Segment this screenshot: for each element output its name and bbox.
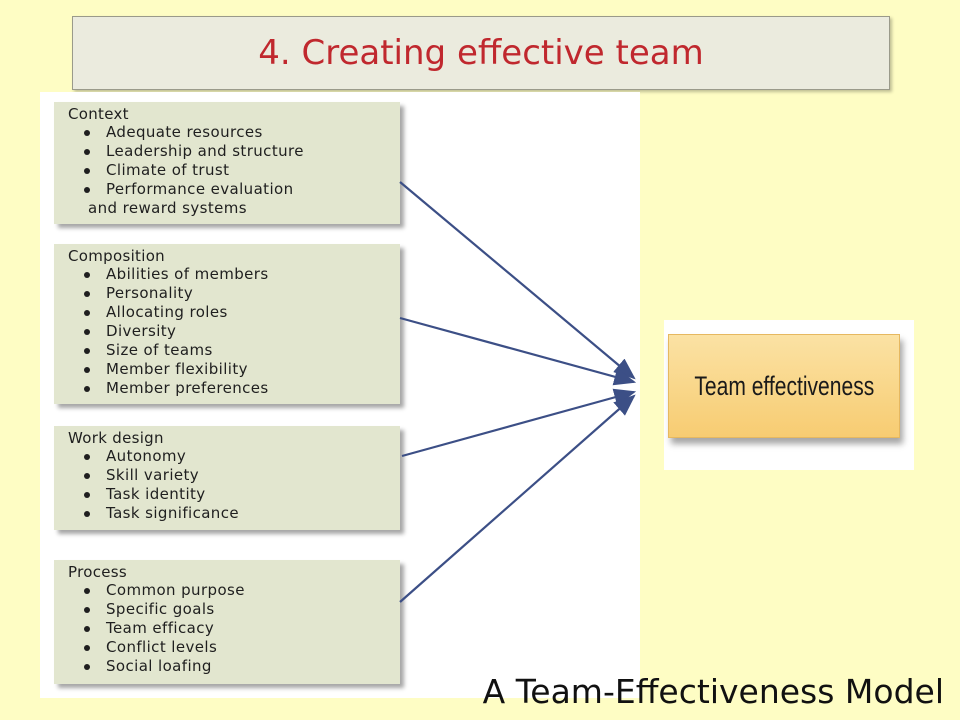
- factor-item: Size of teams: [68, 341, 400, 360]
- slide-title: 4. Creating effective team: [258, 33, 704, 73]
- factor-heading: Context: [68, 105, 129, 123]
- diagram-panel: Context Adequate resources Leadership an…: [40, 92, 640, 698]
- factor-item: Leadership and structure: [68, 142, 400, 161]
- factor-heading: Composition: [68, 247, 165, 265]
- factor-item: Adequate resources: [68, 123, 400, 142]
- factor-item: Abilities of members: [68, 265, 400, 284]
- factor-item: Skill variety: [68, 466, 400, 485]
- factor-item: Allocating roles: [68, 303, 400, 322]
- factor-item: Team efficacy: [68, 619, 400, 638]
- factor-box-composition: Composition Abilities of members Persona…: [54, 244, 400, 404]
- factor-box-context: Context Adequate resources Leadership an…: [54, 102, 400, 224]
- factor-item: Task significance: [68, 504, 400, 523]
- factor-item: Autonomy: [68, 447, 400, 466]
- factor-item: Social loafing: [68, 657, 400, 676]
- factor-item: Diversity: [68, 322, 400, 341]
- factor-heading: Process: [68, 563, 128, 581]
- factor-heading: Work design: [68, 429, 164, 447]
- factor-item: Personality: [68, 284, 400, 303]
- factor-box-work-design: Work design Autonomy Skill variety Task …: [54, 426, 400, 530]
- factor-item-continuation: and reward systems: [88, 199, 247, 217]
- factor-item: Performance evaluation: [68, 180, 400, 199]
- slide-title-box: 4. Creating effective team: [72, 16, 890, 90]
- factor-item: Conflict levels: [68, 638, 400, 657]
- factor-item: Member preferences: [68, 379, 400, 398]
- outcome-label: Team effectiveness: [694, 370, 874, 401]
- outcome-panel: Team effectiveness: [664, 320, 914, 470]
- factor-item: Climate of trust: [68, 161, 400, 180]
- factor-item: Common purpose: [68, 581, 400, 600]
- factor-box-process: Process Common purpose Specific goals Te…: [54, 560, 400, 684]
- factor-item: Member flexibility: [68, 360, 400, 379]
- outcome-box: Team effectiveness: [668, 334, 900, 438]
- factor-item: Specific goals: [68, 600, 400, 619]
- factor-item: Task identity: [68, 485, 400, 504]
- diagram-caption: A Team-Effectiveness Model: [482, 672, 944, 711]
